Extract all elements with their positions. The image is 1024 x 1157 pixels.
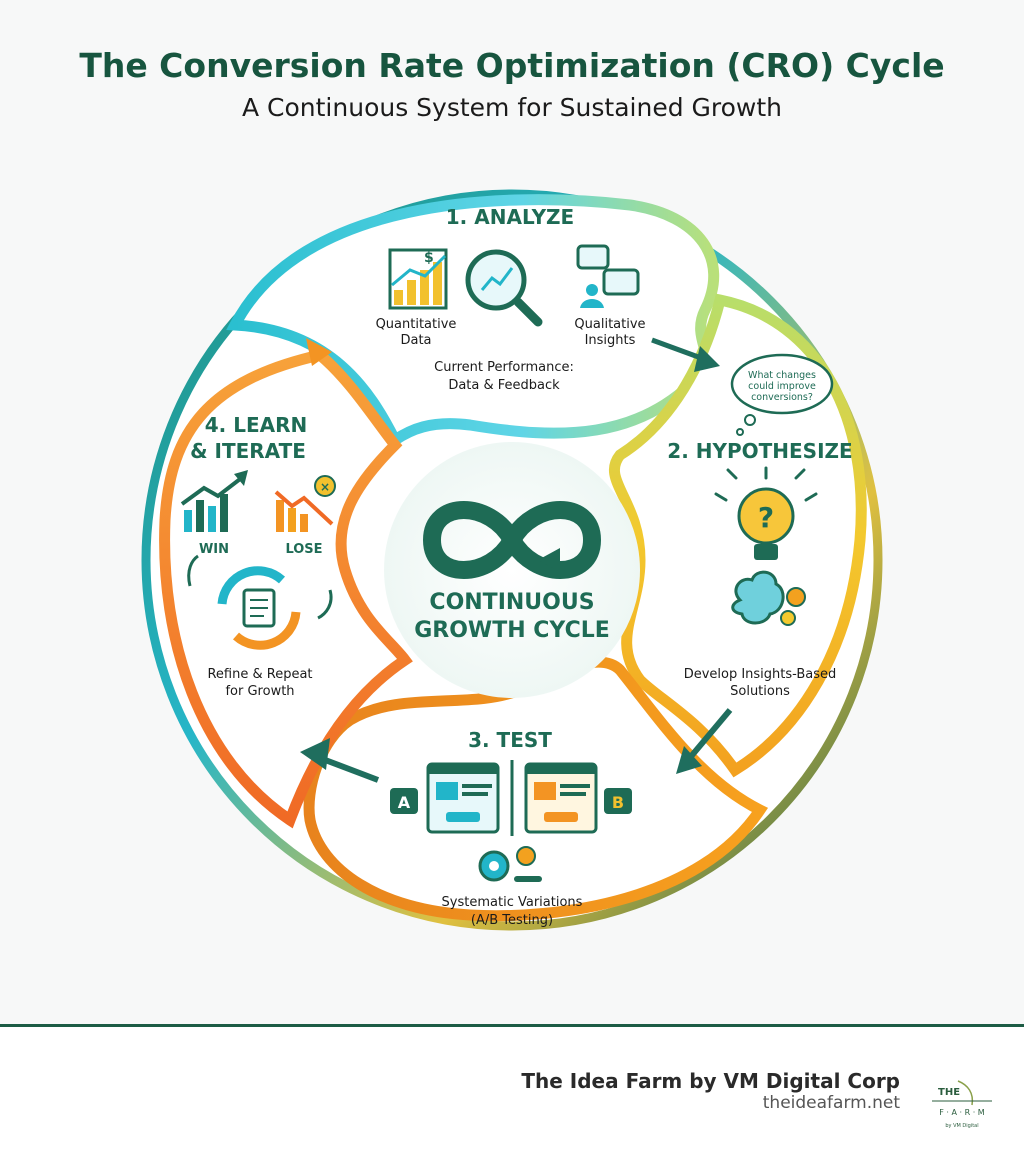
webpage-variant-b-icon — [524, 762, 598, 834]
test-title: 3. TEST — [468, 728, 552, 752]
thought-line-2: could improve — [748, 381, 816, 392]
hypothesize-caption-1: Develop Insights-Based — [684, 667, 837, 682]
hypothesize-lobe — [609, 293, 867, 778]
svg-text:×: × — [320, 480, 330, 494]
center-disc — [384, 442, 640, 698]
hypothesize-caption-2: Solutions — [730, 684, 790, 699]
logo-line-3: by VM Digital — [945, 1123, 978, 1129]
center-line-1: CONTINUOUS — [429, 590, 594, 615]
footer-brand: The Idea Farm by VM Digital Corp — [521, 1069, 900, 1093]
magnifier-trend-icon — [465, 249, 543, 327]
logo-line-2: F · A · R · M — [939, 1108, 985, 1117]
brain-gears-icon — [731, 570, 806, 626]
hypothesize-title: 2. HYPOTHESIZE — [667, 439, 852, 463]
cycle-diagram: CONTINUOUS GROWTH CYCLE 1. ANALYZE $ Qua… — [141, 189, 883, 931]
win-chart-icon — [180, 470, 248, 532]
flow-arrowhead-2 — [676, 746, 702, 774]
footer: The Idea Farm by VM Digital Corp theidea… — [0, 1024, 1024, 1157]
win-label: WIN — [199, 542, 229, 557]
infinity-loop-icon — [422, 501, 602, 579]
variant-b-label: B — [612, 793, 624, 812]
learn-lobe — [159, 349, 413, 829]
analyze-title: 1. ANALYZE — [446, 205, 574, 229]
flow-arrowhead-4 — [306, 338, 332, 366]
bar-chart-dollar-icon: $ — [388, 248, 448, 310]
svg-text:?: ? — [758, 501, 774, 534]
quant-label-2: Data — [400, 333, 431, 348]
learn-title-2: & ITERATE — [190, 439, 306, 463]
refresh-document-icon — [187, 554, 333, 650]
lose-chart-icon: × — [274, 475, 336, 532]
webpage-variant-a-icon — [426, 762, 500, 834]
page-title: The Conversion Rate Optimization (CRO) C… — [79, 46, 945, 85]
flow-arrowhead-3 — [300, 738, 330, 770]
svg-text:$: $ — [424, 250, 434, 266]
flow-arrow-2 — [685, 708, 733, 762]
page-subtitle: A Continuous System for Sustained Growth — [241, 93, 783, 122]
variant-b-badge: B — [604, 788, 632, 814]
quant-label-1: Quantitative — [376, 317, 457, 332]
thought-line-3: conversions? — [751, 392, 813, 403]
flow-arrowhead-1 — [694, 346, 720, 372]
learn-caption-1: Refine & Repeat — [207, 667, 312, 682]
logo-line-1: THE — [938, 1087, 960, 1098]
footer-url[interactable]: theideafarm.net — [762, 1093, 900, 1113]
variant-a-label: A — [398, 793, 411, 812]
analyze-caption-2: Data & Feedback — [448, 378, 560, 393]
test-caption-1: Systematic Variations — [442, 895, 583, 910]
lose-label: LOSE — [285, 542, 322, 557]
chat-people-icon — [576, 244, 640, 308]
center-line-2: GROWTH CYCLE — [414, 618, 610, 643]
lightbulb-question-icon: ? — [714, 466, 818, 560]
test-caption-2: (A/B Testing) — [471, 913, 553, 928]
company-logo: THE F · A · R · M by VM Digital — [932, 1080, 992, 1129]
thought-bubble-icon — [730, 353, 834, 436]
flow-arrow-3 — [318, 755, 380, 783]
qual-label-2: Insights — [585, 333, 636, 348]
variant-a-badge: A — [390, 788, 418, 814]
gears-icon — [478, 846, 542, 882]
analyze-caption-1: Current Performance: — [434, 360, 574, 375]
thought-line-1: What changes — [748, 370, 816, 381]
qual-label-1: Qualitative — [574, 317, 645, 332]
learn-caption-2: for Growth — [225, 684, 294, 699]
learn-title-1: 4. LEARN — [205, 413, 308, 437]
